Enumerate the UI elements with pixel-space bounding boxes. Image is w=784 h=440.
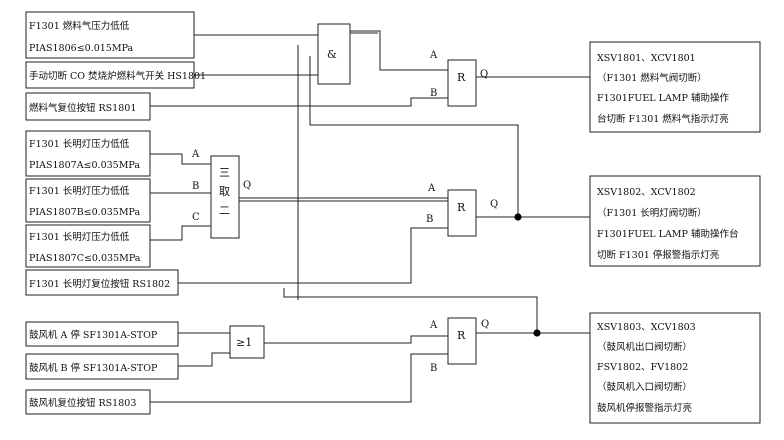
input-fuel-reset-line1: 燃料气复位按钮 RS1801 <box>29 102 136 114</box>
output-fuel-line1: XSV1801、XCV1801 <box>597 53 696 64</box>
output-fan-line2: （鼓风机出口阀切断） <box>597 341 692 353</box>
pin-label-b-vote: B <box>192 181 199 192</box>
output-fan-line3: FSV1802、FV1802 <box>597 362 688 373</box>
input-manual-cutoff-line1: 手动切断 CO 焚烧炉燃料气开关 HS1801 <box>29 70 206 82</box>
rs-fuel-symbol: R <box>457 71 466 84</box>
pin-label-c-vote: C <box>192 212 200 223</box>
output-fuel-cutoff: XSV1801、XCV1801 （F1301 燃料气阀切断） F1301FUEL… <box>589 41 761 133</box>
input-fan-a-stop-line1: 鼓风机 A 停 SF1301A-STOP <box>29 329 158 341</box>
input-fan-reset-line1: 鼓风机复位按钮 RS1803 <box>29 397 136 409</box>
or-gate-symbol: ≥1 <box>236 336 252 349</box>
pin-label-q-vote: Q <box>243 180 251 191</box>
rs-fan-symbol: R <box>457 329 466 342</box>
rs-flipflop-pilot: R <box>447 189 477 237</box>
input-pilot-pressure-b: F1301 长明灯压力低低 PIAS1807B≤0.035MPa <box>25 178 151 223</box>
or-gate: ≥1 <box>229 325 265 359</box>
wires <box>150 30 590 403</box>
pin-label-b-fan: B <box>430 363 437 374</box>
pin-label-q-fan: Q <box>481 319 489 330</box>
input-fuel-pressure-low-line1: F1301 燃料气压力低低 <box>29 20 130 32</box>
output-fan-line4: （鼓风机入口阀切断） <box>597 381 692 393</box>
input-fan-reset-button: 鼓风机复位按钮 RS1803 <box>25 389 151 415</box>
pin-label-a-vote: A <box>191 149 200 160</box>
junction-dot-pilot <box>514 213 522 221</box>
input-fan-b-stop-line1: 鼓风机 B 停 SF1301A-STOP <box>29 362 158 374</box>
and-gate: & <box>317 23 351 85</box>
pin-labels: A B Q A B C Q A B Q A B Q <box>191 50 498 374</box>
input-pilot-b-line1: F1301 长明灯压力低低 <box>29 185 130 197</box>
vote-symbol-2: 取 <box>219 185 230 198</box>
input-pilot-a-line2: PIAS1807A≤0.035MPa <box>29 160 140 171</box>
junction-dot-fan <box>533 329 541 337</box>
output-pilot-line4: 切断 F1301 停报警指示灯亮 <box>597 249 719 261</box>
rs-pilot-symbol: R <box>457 201 466 214</box>
input-fuel-pressure-low-line2: PIAS1806≤0.015MPa <box>29 43 134 54</box>
pin-label-a-fuel: A <box>429 50 438 61</box>
rs-flipflop-fuel: R <box>447 59 477 107</box>
input-pilot-pressure-c: F1301 长明灯压力低低 PIAS1807C≤0.035MPa <box>25 224 151 268</box>
input-pilot-pressure-a: F1301 长明灯压力低低 PIAS1807A≤0.035MPa <box>25 130 151 177</box>
output-fan-line1: XSV1803、XCV1803 <box>597 322 696 333</box>
output-fuel-line4: 台切断 F1301 燃料气指示灯亮 <box>597 113 729 125</box>
output-pilot-line1: XSV1802、XCV1802 <box>597 187 696 198</box>
vote-symbol-1: 三 <box>219 166 230 179</box>
input-fuel-reset-button: 燃料气复位按钮 RS1801 <box>25 92 151 121</box>
output-fan-line5: 鼓风机停报警指示灯亮 <box>597 402 692 414</box>
input-manual-cutoff-switch: 手动切断 CO 焚烧炉燃料气开关 HS1801 <box>25 61 206 89</box>
output-fuel-line2: （F1301 燃料气阀切断） <box>597 72 707 84</box>
output-fuel-line3: F1301FUEL LAMP 辅助操作 <box>597 92 729 104</box>
two-out-of-three-gate: 三 取 二 <box>210 155 240 239</box>
input-pilot-c-line1: F1301 长明灯压力低低 <box>29 231 130 243</box>
input-pilot-reset-button: F1301 长明灯复位按钮 RS1802 <box>25 269 179 296</box>
input-pilot-b-line2: PIAS1807B≤0.035MPa <box>29 207 141 218</box>
output-fan-cutoff: XSV1803、XCV1803 （鼓风机出口阀切断） FSV1802、FV180… <box>589 312 761 424</box>
input-pilot-reset-line1: F1301 长明灯复位按钮 RS1802 <box>29 278 170 290</box>
input-pilot-a-line1: F1301 长明灯压力低低 <box>29 138 130 150</box>
pin-label-a-pilot: A <box>427 183 436 194</box>
pin-label-a-fan: A <box>429 320 438 331</box>
output-pilot-line3: F1301FUEL LAMP 辅助操作台 <box>597 228 738 240</box>
output-pilot-cutoff: XSV1802、XCV1802 （F1301 长明灯阀切断） F1301FUEL… <box>589 175 761 267</box>
and-gate-symbol: & <box>327 48 337 61</box>
input-fan-b-stop: 鼓风机 B 停 SF1301A-STOP <box>25 353 179 380</box>
pin-label-q-fuel: Q <box>480 69 488 80</box>
rs-flipflop-fan: R <box>447 317 477 365</box>
input-fan-a-stop: 鼓风机 A 停 SF1301A-STOP <box>25 321 179 347</box>
output-pilot-line2: （F1301 长明灯阀切断） <box>597 207 707 219</box>
input-fuel-pressure-low: F1301 燃料气压力低低 PIAS1806≤0.015MPa <box>25 11 195 59</box>
vote-symbol-3: 二 <box>219 204 230 217</box>
pin-label-b-pilot: B <box>426 214 433 225</box>
pin-label-q-pilot: Q <box>490 199 498 210</box>
pin-label-b-fuel: B <box>430 88 437 99</box>
input-pilot-c-line2: PIAS1807C≤0.035MPa <box>29 253 141 264</box>
